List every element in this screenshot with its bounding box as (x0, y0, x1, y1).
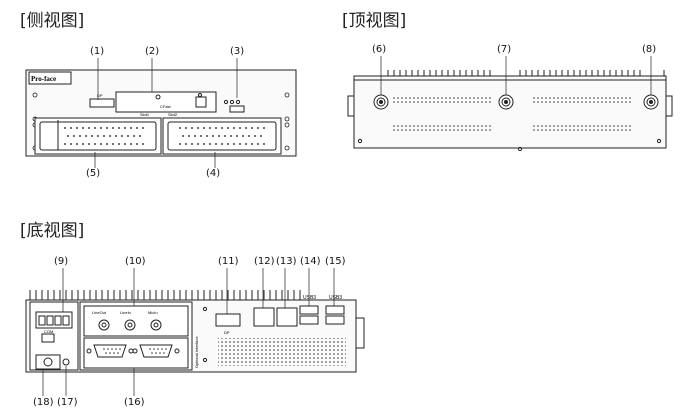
dp-port-label: DP (97, 93, 103, 98)
side-view-title: [侧视图] (20, 11, 85, 31)
com-label: COM (44, 329, 53, 334)
callout-1: (1) (90, 46, 105, 57)
bottom-view-title: [底视图] (20, 221, 85, 241)
top-view-title: [顶视图] (342, 11, 407, 31)
callout-17: (17) (57, 397, 78, 408)
callout-15: (15) (325, 256, 346, 267)
callout-12: (12) (254, 256, 275, 267)
callout-13: (13) (276, 256, 297, 267)
callout-8: (8) (642, 44, 657, 55)
side-view-connector-pins (64, 127, 265, 145)
side-view-leader-lines (94, 58, 238, 168)
brand-logo-text: Pro-face (31, 75, 56, 83)
cfast-slot-label: CFast (160, 104, 172, 109)
bottom-view-leader-lines (42, 268, 335, 396)
line-out-label: LineOut (92, 310, 107, 315)
callout-16: (16) (124, 397, 145, 408)
callout-4: (4) (206, 168, 221, 179)
callout-18: (18) (33, 397, 54, 408)
line-in-label: LineIn (120, 310, 131, 315)
callout-9: (9) (54, 256, 69, 267)
top-view-chassis (347, 70, 673, 152)
usb3-label-b: USB3 (329, 295, 342, 301)
side-view-chassis (25, 69, 297, 157)
callout-14: (14) (300, 256, 321, 267)
callout-11: (11) (218, 256, 239, 267)
bottom-view-pins (103, 348, 167, 354)
mic-in-label: MicIn (148, 310, 158, 315)
callout-7: (7) (497, 44, 512, 55)
callout-2: (2) (145, 46, 160, 57)
callout-5: (5) (86, 168, 101, 179)
top-view-vents (392, 97, 632, 132)
callout-6: (6) (372, 44, 387, 55)
usb3-label-a: USB3 (303, 295, 316, 301)
top-view-leader-lines (380, 56, 652, 95)
callout-3: (3) (230, 46, 245, 57)
optional-interface-label: Optional Interface (194, 336, 199, 368)
slot2-label: Slot2 (168, 112, 178, 117)
callout-10: (10) (125, 256, 146, 267)
dp-bottom-label: DP (224, 330, 230, 335)
bottom-view-vents (218, 338, 346, 366)
slot1-label: Slot1 (140, 112, 150, 117)
